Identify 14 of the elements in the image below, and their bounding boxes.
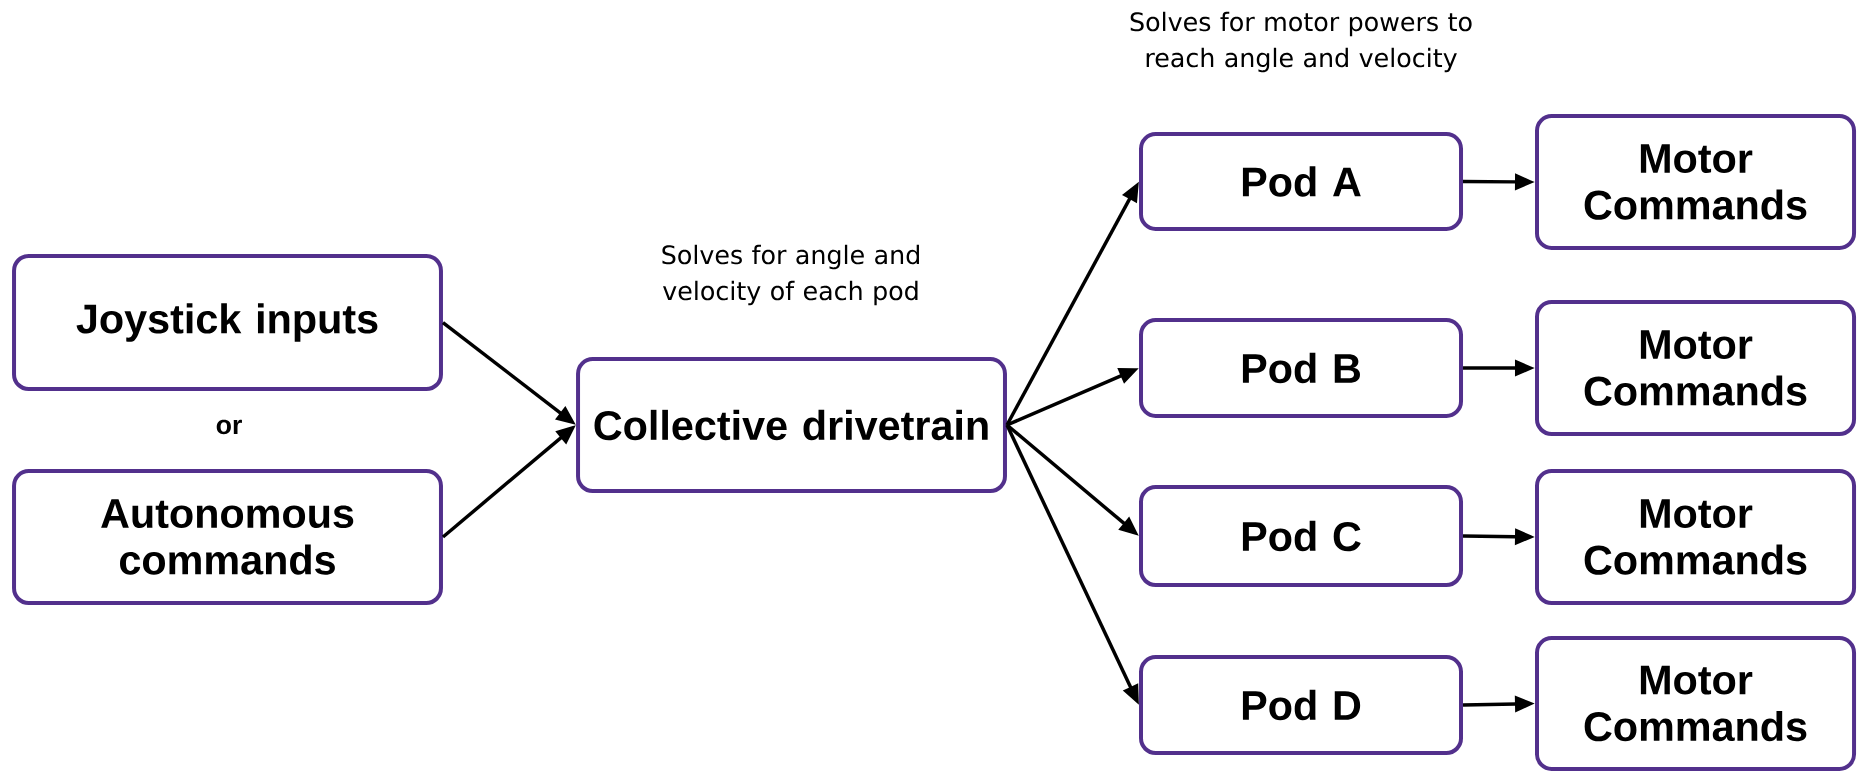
process-box: Pod B xyxy=(1139,318,1463,418)
process-box: Joystick inputs xyxy=(12,253,443,392)
connector-label: or xyxy=(216,419,242,435)
process-box: Motor Commands xyxy=(1535,636,1857,771)
annotation: Solves for angle and velocity of each pod xyxy=(662,244,919,306)
process-box: Pod A xyxy=(1139,132,1463,231)
process-box: Pod C xyxy=(1139,485,1463,587)
process-box: Collective drivetrain xyxy=(576,357,1007,493)
process-box: Pod D xyxy=(1139,655,1463,755)
annotation: Solves for motor powers to reach angle and velocity xyxy=(1130,11,1472,73)
process-box: Motor Commands xyxy=(1535,300,1857,436)
process-box: Motor Commands xyxy=(1535,469,1857,605)
process-box: Autonomous commands xyxy=(12,469,443,605)
process-box: Motor Commands xyxy=(1535,114,1857,250)
